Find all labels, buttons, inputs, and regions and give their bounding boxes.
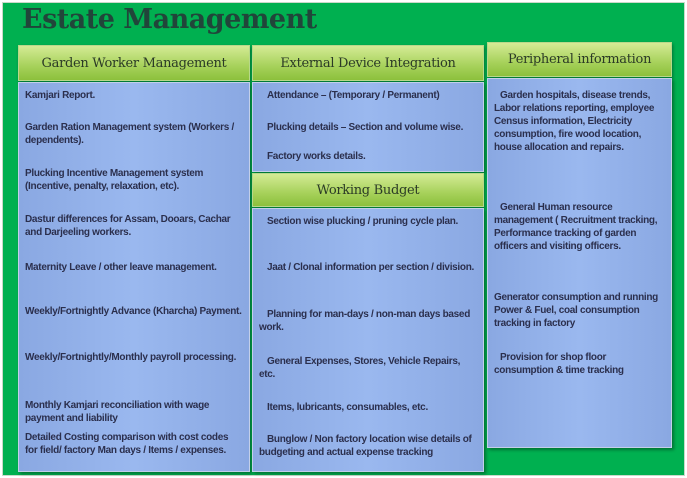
list-item: Plucking details – Section and volume wi… [267,122,464,133]
list-item: Garden Ration Management system (Workers… [25,122,234,146]
list-item: Section wise plucking / pruning cycle pl… [267,216,459,227]
garden-worker-header: Garden Worker Management [18,45,250,81]
peripheral-header: Peripheral information [487,42,672,77]
list-item: Jaat / Clonal information per section / … [267,262,475,273]
list-item: Items, lubricants, consumables, etc. [267,402,428,413]
list-item: Factory works details. [267,151,366,162]
list-item: Detailed Costing comparison with cost co… [25,432,229,456]
list-item: General Human resource management ( Recr… [494,202,658,252]
list-item: Weekly/Fortnightly Advance (Kharcha) Pay… [25,306,242,317]
list-item: Dastur differences for Assam, Dooars, Ca… [25,214,231,238]
list-item: Attendance – (Temporary / Permanent) [267,90,440,101]
list-item: Weekly/Fortnightly/Monthly payroll proce… [25,352,237,363]
list-item: Monthly Kamjari reconciliation with wage… [25,400,210,424]
working-budget-header: Working Budget [252,173,484,207]
list-item: Bunglow / Non factory location wise deta… [259,434,472,458]
garden-worker-panel: Kamjari Report. Garden Ration Management… [18,82,250,472]
peripheral-panel: Garden hospitals, disease trends, Labor … [487,78,672,448]
list-item: Provision for shop floor consumption & t… [494,352,624,376]
list-item: Garden hospitals, disease trends, Labor … [494,90,655,153]
list-item: General Expenses, Stores, Vehicle Repair… [259,356,461,380]
list-item: Planning for man-days / non-man days bas… [259,309,470,333]
list-item: Maternity Leave / other leave management… [25,262,217,273]
list-item: Generator consumption and running Power … [494,292,658,329]
page-title: Estate Management [22,4,317,35]
list-item: Plucking Incentive Management system (In… [25,168,204,192]
external-device-header: External Device Integration [252,45,484,81]
list-item: Kamjari Report. [25,90,95,101]
external-device-panel: Attendance – (Temporary / Permanent) Plu… [252,82,484,172]
working-budget-panel: Section wise plucking / pruning cycle pl… [252,208,484,472]
